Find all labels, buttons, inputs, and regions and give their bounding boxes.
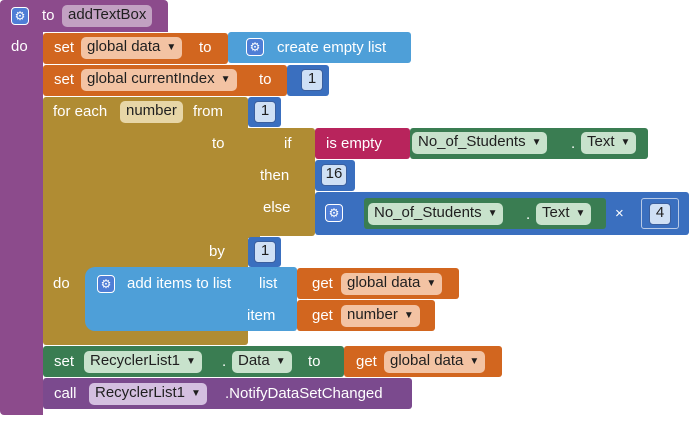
- get-label-item: get: [312, 307, 333, 324]
- add-items-item-label: item: [247, 307, 276, 324]
- component-name-set: RecyclerList1: [90, 352, 181, 369]
- get-var-dropdown-item[interactable]: number ▼: [341, 305, 420, 327]
- chevron-down-icon: ▼: [186, 356, 196, 367]
- component-name-call: RecyclerList1: [95, 384, 186, 401]
- procedure-name-field[interactable]: addTextBox: [62, 5, 153, 27]
- dot-if: .: [571, 135, 576, 152]
- chevron-down-icon: ▼: [220, 74, 231, 85]
- chevron-down-icon: ▼: [275, 356, 286, 367]
- component-dropdown-set[interactable]: RecyclerList1 ▼: [84, 351, 202, 373]
- multiply-gear-icon[interactable]: ⚙: [325, 204, 343, 222]
- property-name-if: Text: [587, 133, 615, 150]
- chevron-down-icon: ▼: [531, 137, 542, 148]
- component-dropdown-if[interactable]: No_of_Students ▼: [412, 132, 548, 154]
- for-each-to-label: to: [212, 135, 225, 152]
- number-field-else[interactable]: 4: [649, 203, 671, 225]
- call-method-label: .NotifyDataSetChanged: [225, 385, 383, 402]
- component-name-if: No_of_Students: [418, 133, 526, 150]
- for-each-by-label: by: [209, 243, 225, 260]
- set-recycler-set-label: set: [54, 353, 75, 370]
- set-data-var-dropdown[interactable]: global data ▼: [81, 37, 183, 59]
- procedure-do-label: do: [11, 38, 28, 55]
- for-each-label: for each: [53, 103, 108, 120]
- if-then-else-block[interactable]: [248, 128, 315, 236]
- add-items-list-label: list: [259, 275, 278, 292]
- create-empty-list-label: create empty list: [277, 39, 387, 56]
- is-empty-block[interactable]: [315, 128, 410, 159]
- set-index-var-dropdown[interactable]: global currentIndex ▼: [81, 69, 237, 91]
- property-dropdown-set[interactable]: Data ▼: [232, 351, 292, 373]
- number-field-then[interactable]: 16: [321, 164, 347, 186]
- create-list-gear-icon[interactable]: ⚙: [246, 38, 264, 56]
- chevron-down-icon: ▼: [166, 42, 177, 53]
- get-var-dropdown-list[interactable]: global data ▼: [341, 273, 443, 295]
- component-name-else: No_of_Students: [374, 204, 482, 221]
- number-field-by[interactable]: 1: [254, 241, 276, 263]
- dot-set: .: [222, 353, 227, 370]
- set-data-set-label: set: [54, 39, 75, 56]
- gear-icon[interactable]: ⚙: [11, 7, 29, 25]
- call-label: call: [54, 385, 77, 402]
- set-index-var-name: global currentIndex: [87, 70, 215, 87]
- chevron-down-icon: ▼: [426, 278, 437, 289]
- else-label: else: [263, 199, 291, 216]
- chevron-down-icon: ▼: [403, 310, 414, 321]
- chevron-down-icon: ▼: [575, 208, 586, 219]
- set-data-var-name: global data: [87, 38, 161, 55]
- property-name-set: Data: [238, 352, 270, 369]
- set-index-set-label: set: [54, 71, 75, 88]
- set-index-to-label: to: [259, 71, 272, 88]
- procedure-to-label: to: [42, 7, 55, 24]
- get-var-dropdown-recycler[interactable]: global data ▼: [384, 351, 486, 373]
- if-label: if: [284, 135, 292, 152]
- component-dropdown-call[interactable]: RecyclerList1 ▼: [89, 383, 207, 405]
- property-name-else: Text: [542, 204, 570, 221]
- get-var-name-recycler: global data: [390, 352, 464, 369]
- multiply-sign: ×: [615, 205, 624, 222]
- set-recycler-to-label: to: [308, 353, 321, 370]
- add-items-gear-icon[interactable]: ⚙: [97, 275, 115, 293]
- for-each-from-label: from: [193, 103, 223, 120]
- component-dropdown-else[interactable]: No_of_Students ▼: [368, 203, 504, 225]
- property-dropdown-else[interactable]: Text ▼: [536, 203, 592, 225]
- get-var-name-list: global data: [347, 274, 421, 291]
- add-items-label: add items to list: [127, 275, 232, 292]
- for-each-do-label: do: [53, 275, 70, 292]
- chevron-down-icon: ▼: [191, 388, 201, 399]
- chevron-down-icon: ▼: [487, 208, 498, 219]
- for-each-var-field[interactable]: number: [120, 101, 183, 123]
- chevron-down-icon: ▼: [620, 137, 631, 148]
- chevron-down-icon: ▼: [469, 356, 480, 367]
- get-var-name-item: number: [347, 306, 398, 323]
- property-dropdown-if[interactable]: Text ▼: [581, 132, 637, 154]
- then-label: then: [260, 167, 290, 184]
- get-label-recycler: get: [356, 353, 377, 370]
- number-field-from[interactable]: 1: [254, 101, 276, 123]
- get-label-list: get: [312, 275, 333, 292]
- is-empty-label: is empty: [326, 135, 382, 152]
- set-data-to-label: to: [199, 39, 212, 56]
- dot-else: .: [526, 206, 531, 223]
- procedure-body-bar: [0, 30, 43, 415]
- add-items-to-list-block[interactable]: [85, 267, 297, 331]
- number-field-currentindex[interactable]: 1: [301, 69, 323, 91]
